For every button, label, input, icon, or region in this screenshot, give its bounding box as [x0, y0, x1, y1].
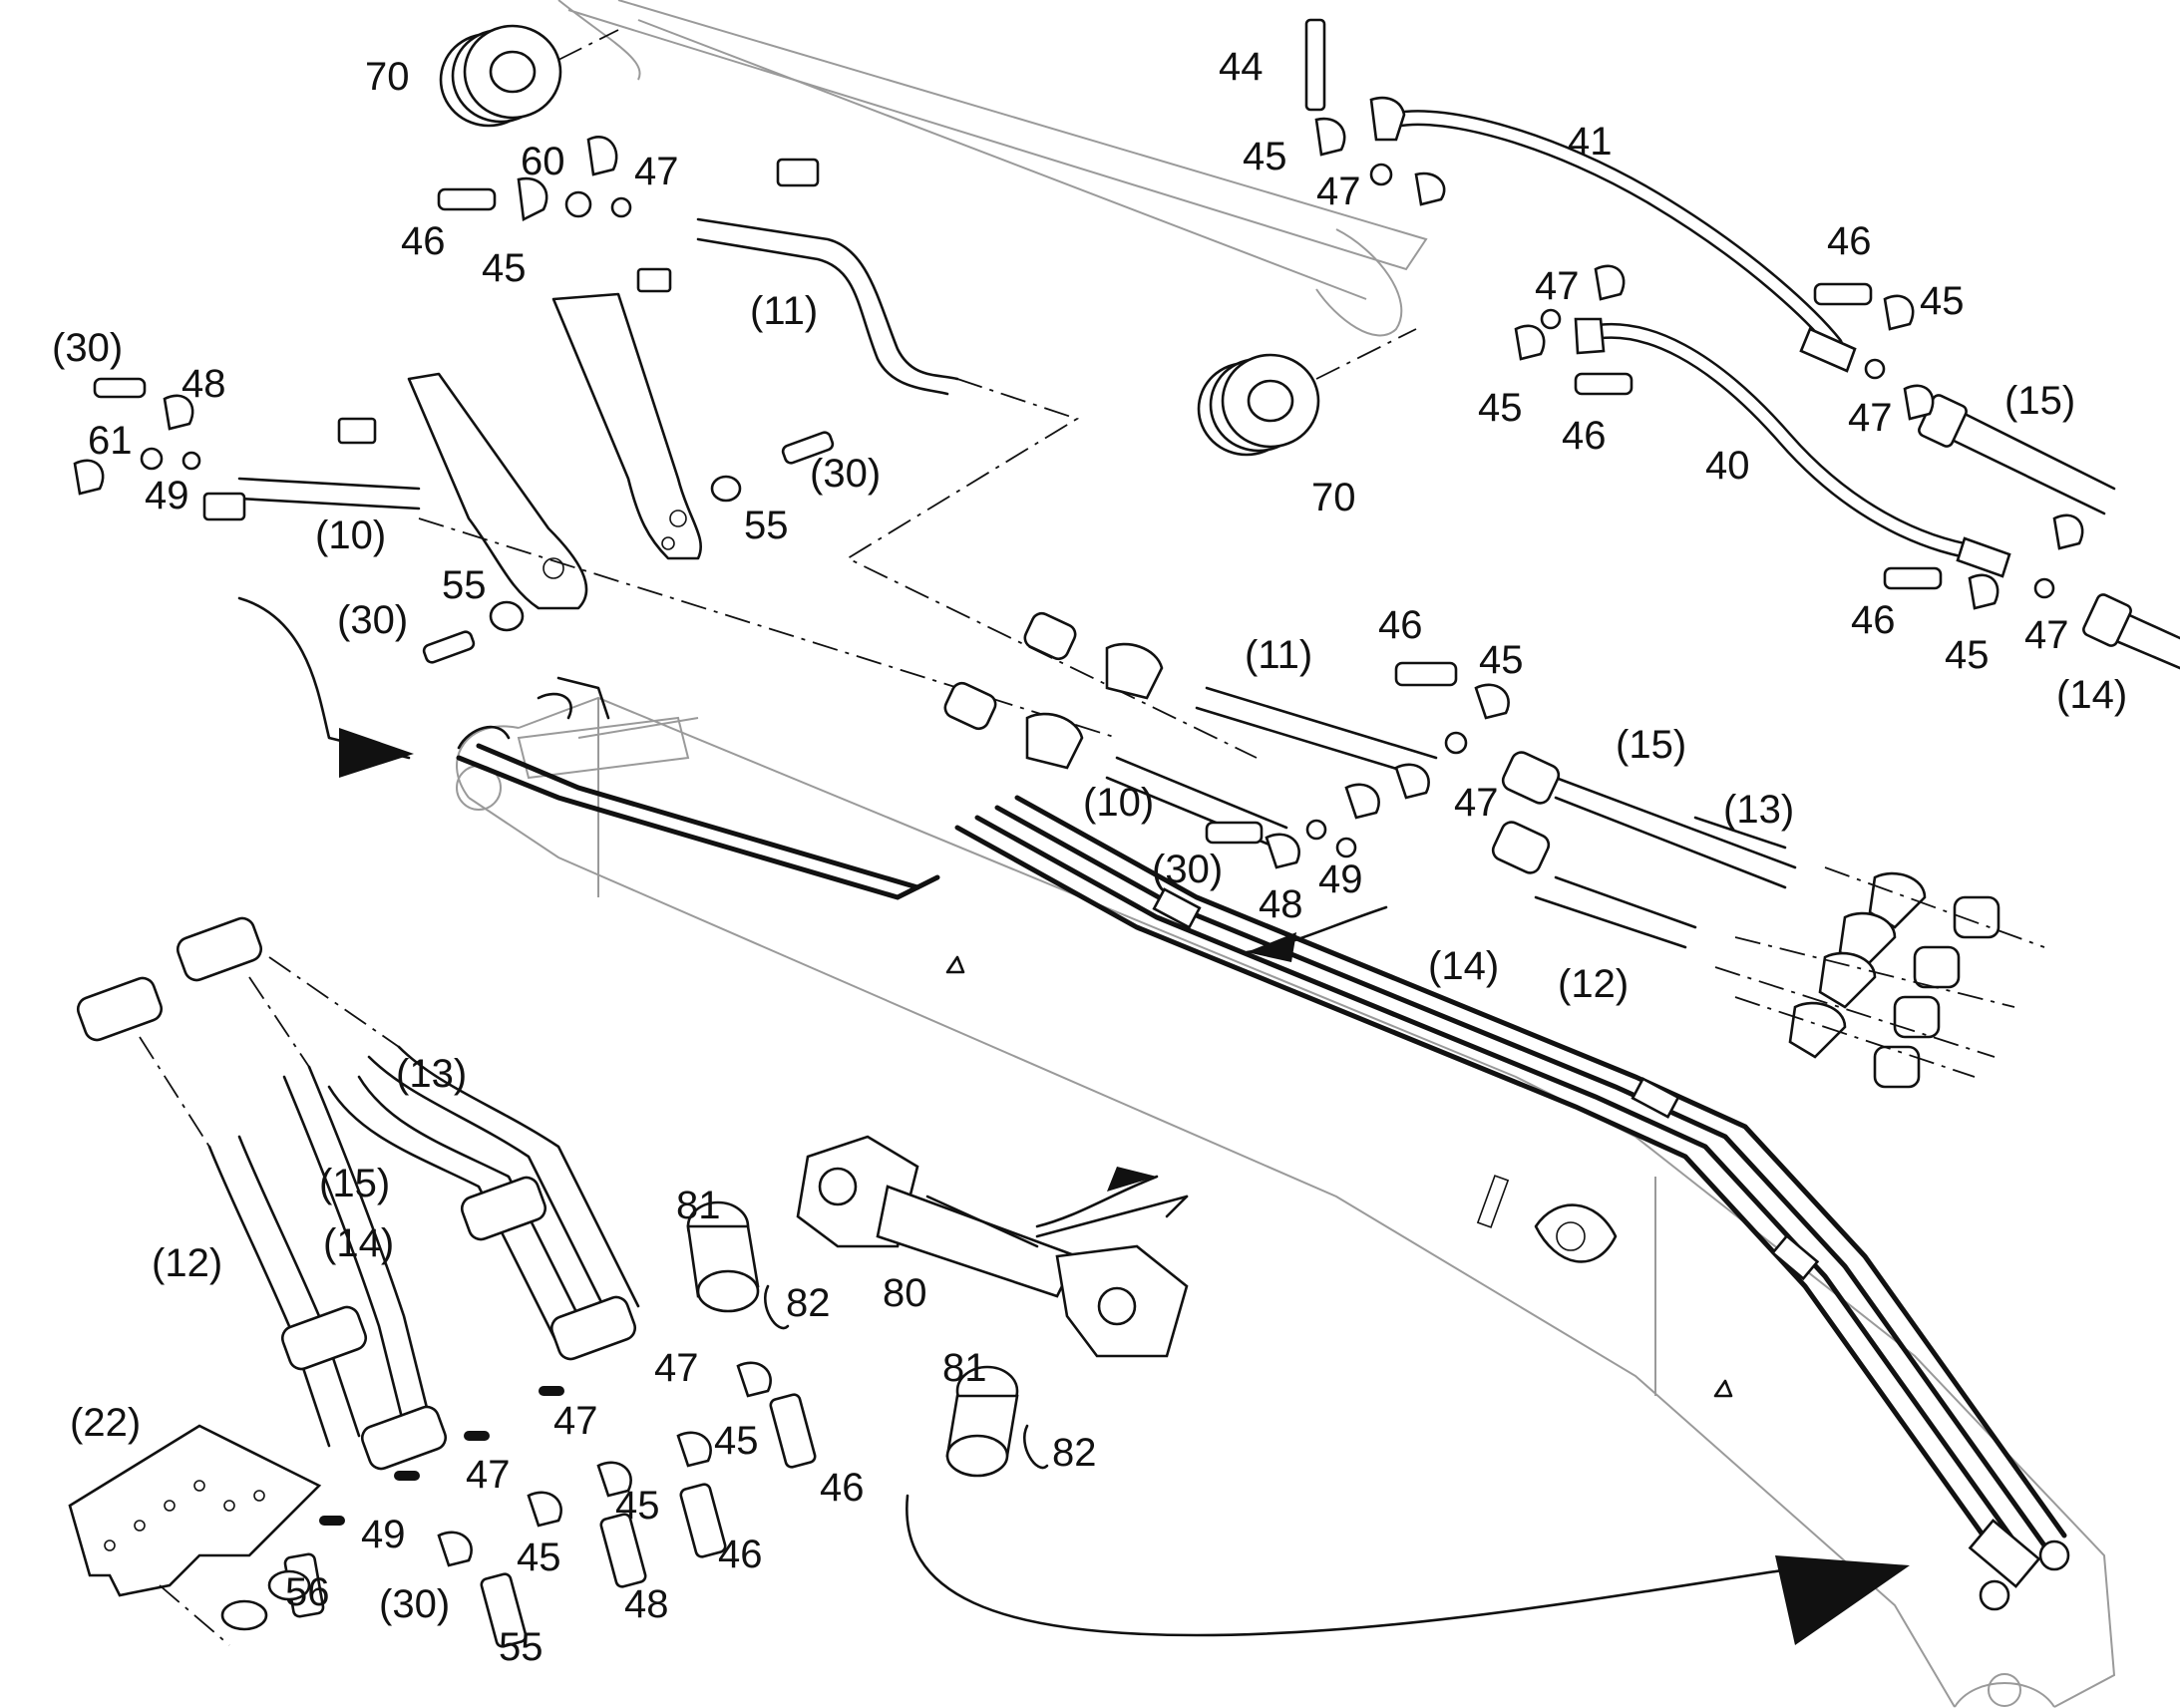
upper-left-fittings: [73, 18, 2084, 664]
label-60: 60: [521, 140, 565, 183]
lower-fittings: [220, 1361, 817, 1648]
label-14: (14): [323, 1221, 394, 1265]
label-46: 46: [718, 1533, 763, 1576]
label-13: (13): [396, 1052, 467, 1096]
label-11: (11): [750, 289, 818, 333]
label-12: (12): [1558, 962, 1629, 1006]
label-45: 45: [1945, 633, 1990, 677]
pin-81-upper: [686, 1200, 790, 1330]
label-30: 55: [499, 1625, 544, 1669]
mid-clamps: [943, 611, 1438, 850]
label-45: 45: [482, 246, 527, 290]
label-30: (30): [810, 452, 881, 496]
label-12: (12): [152, 1241, 222, 1285]
label-15: (15): [1616, 723, 1686, 767]
label-44: 44: [1219, 45, 1264, 89]
label-45: 45: [615, 1484, 660, 1528]
label-47: 47: [466, 1453, 511, 1497]
label-45: 45: [1479, 638, 1524, 682]
label-56: 56: [285, 1570, 330, 1614]
label-49: 49: [145, 474, 189, 517]
label-80: 80: [883, 1271, 927, 1315]
label-48: (30): [379, 1582, 450, 1626]
label-81: 81: [676, 1184, 721, 1227]
label-48: 48: [182, 362, 226, 406]
label-45: 45: [1478, 386, 1523, 430]
boom-structure: [456, 0, 2116, 1708]
label-15: (15): [319, 1162, 390, 1205]
label-47: 47: [2024, 613, 2069, 657]
label-48: 48: [1259, 882, 1303, 926]
label-55: 55: [442, 563, 487, 607]
label-46: 48: [624, 1582, 669, 1626]
label-47: 47: [634, 150, 679, 193]
label-30: (30): [52, 326, 123, 370]
label-81: 81: [942, 1346, 987, 1390]
pin-81-lower: [945, 1365, 1049, 1478]
hose-40: [1574, 317, 2011, 578]
label-14: (14): [2056, 673, 2127, 717]
label-61: 61: [88, 419, 133, 463]
label-45: 45: [1920, 279, 1965, 323]
label-46: 46: [1851, 598, 1896, 642]
label-47: 47: [1454, 781, 1499, 825]
label-10: (10): [315, 513, 386, 557]
label-10: (10): [1083, 781, 1154, 825]
label-46: 46: [401, 219, 446, 263]
turnbuckle-80: [796, 1135, 1189, 1358]
label-82: 82: [1052, 1431, 1097, 1475]
label-22: (22): [70, 1401, 141, 1445]
lower-left-tubes: [76, 916, 640, 1471]
label-46: 46: [1378, 603, 1423, 647]
label-46: 46: [1827, 219, 1872, 263]
seal-kit-70-top: [439, 24, 619, 128]
label-45: 45: [517, 1536, 561, 1579]
label-49: 49: [1318, 857, 1363, 901]
label-13: (13): [1723, 788, 1794, 832]
label-70: 70: [1311, 476, 1356, 519]
boom-tube-bundle: [456, 676, 2070, 1611]
label-49: 49: [361, 1513, 406, 1556]
label-30: (30): [1152, 848, 1223, 891]
label-55: 55: [744, 504, 789, 547]
label-46: 46: [1562, 414, 1607, 458]
label-47: 47: [553, 1399, 598, 1443]
label-47: 47: [654, 1346, 699, 1390]
label-11: (11): [1245, 633, 1312, 677]
hose-41: [1369, 96, 1857, 373]
right-tube-ends: [1491, 751, 2045, 1089]
label-41: 41: [1568, 120, 1613, 164]
bracket-10: [202, 372, 1118, 739]
seal-kit-70-mid: [1197, 328, 1417, 457]
label-82: 82: [786, 1281, 831, 1325]
label-30: (30): [337, 598, 408, 642]
label-45: 45: [1243, 135, 1287, 178]
part-labels: 70 44 60 47 41 45 46 45 47 (11) 47 46 45…: [52, 45, 2127, 1669]
label-47: 47: [1535, 264, 1580, 308]
label-40: 40: [1705, 444, 1750, 488]
center-fittings: [1205, 661, 1510, 869]
callout-arrows: [237, 596, 1910, 1645]
label-70: 70: [365, 55, 410, 99]
label-47: 47: [1848, 396, 1893, 440]
label-15: (15): [2004, 379, 2075, 423]
label-46: 46: [820, 1466, 865, 1510]
label-14: (14): [1428, 944, 1499, 988]
label-45: 45: [714, 1419, 759, 1463]
label-47: 47: [1316, 170, 1361, 213]
mounting-plate-22: [68, 1424, 322, 1646]
